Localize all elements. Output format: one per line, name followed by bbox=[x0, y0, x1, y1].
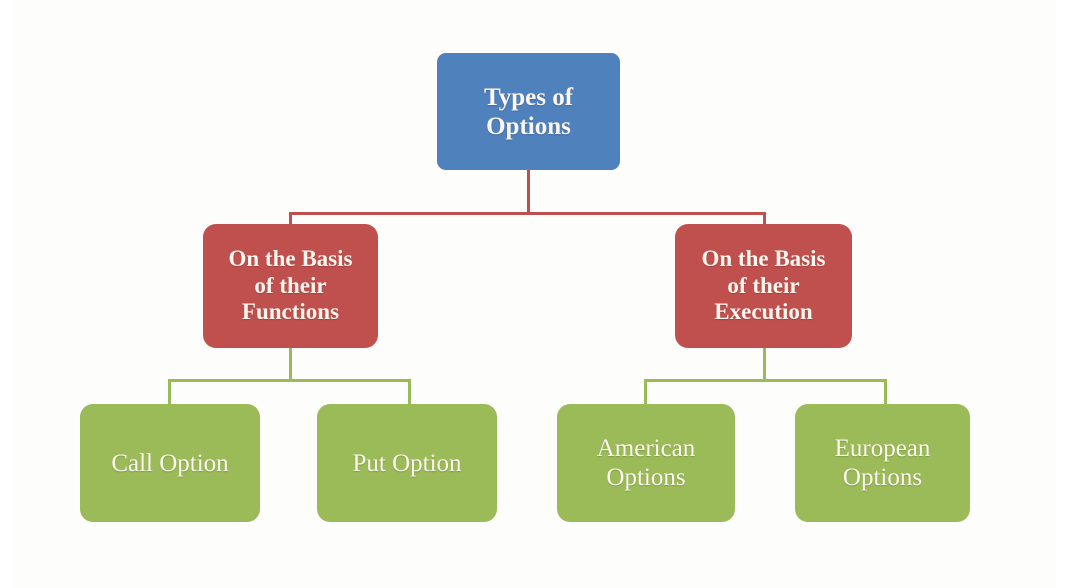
node-leaf-call-option[interactable]: Call Option bbox=[80, 404, 260, 522]
connector-leaf-european-drop bbox=[884, 379, 887, 406]
connector-leaf-group-left-horizontal bbox=[168, 379, 411, 382]
node-leaf-american-options[interactable]: American Options bbox=[557, 404, 735, 522]
connector-branch-left-drop bbox=[289, 212, 292, 226]
right-margin bbox=[1056, 0, 1068, 588]
connector-root-stem bbox=[527, 170, 530, 214]
node-leaf-put-option-label: Put Option bbox=[352, 449, 462, 477]
node-branch-execution-label: On the Basis of their Execution bbox=[701, 245, 826, 325]
left-margin bbox=[0, 0, 12, 588]
node-leaf-american-options-label: American Options bbox=[596, 435, 696, 491]
node-branch-functions-label: On the Basis of their Functions bbox=[228, 245, 353, 325]
node-leaf-put-option[interactable]: Put Option bbox=[317, 404, 497, 522]
connector-leaf-put-drop bbox=[408, 379, 411, 406]
node-root-types-of-options[interactable]: Types of Options bbox=[437, 53, 620, 170]
connector-branch-left-stem bbox=[289, 348, 292, 382]
node-leaf-european-options[interactable]: European Options bbox=[795, 404, 970, 522]
node-branch-execution[interactable]: On the Basis of their Execution bbox=[675, 224, 852, 348]
connector-root-horizontal bbox=[289, 212, 766, 215]
connector-leaf-group-right-horizontal bbox=[644, 379, 887, 382]
node-leaf-call-option-label: Call Option bbox=[111, 449, 229, 477]
connector-leaf-call-drop bbox=[168, 379, 171, 406]
connector-leaf-american-drop bbox=[644, 379, 647, 406]
connector-branch-right-stem bbox=[763, 348, 766, 382]
node-root-label: Types of Options bbox=[483, 83, 574, 140]
node-leaf-european-options-label: European Options bbox=[834, 435, 931, 491]
connector-branch-right-drop bbox=[763, 212, 766, 226]
node-branch-functions[interactable]: On the Basis of their Functions bbox=[203, 224, 378, 348]
